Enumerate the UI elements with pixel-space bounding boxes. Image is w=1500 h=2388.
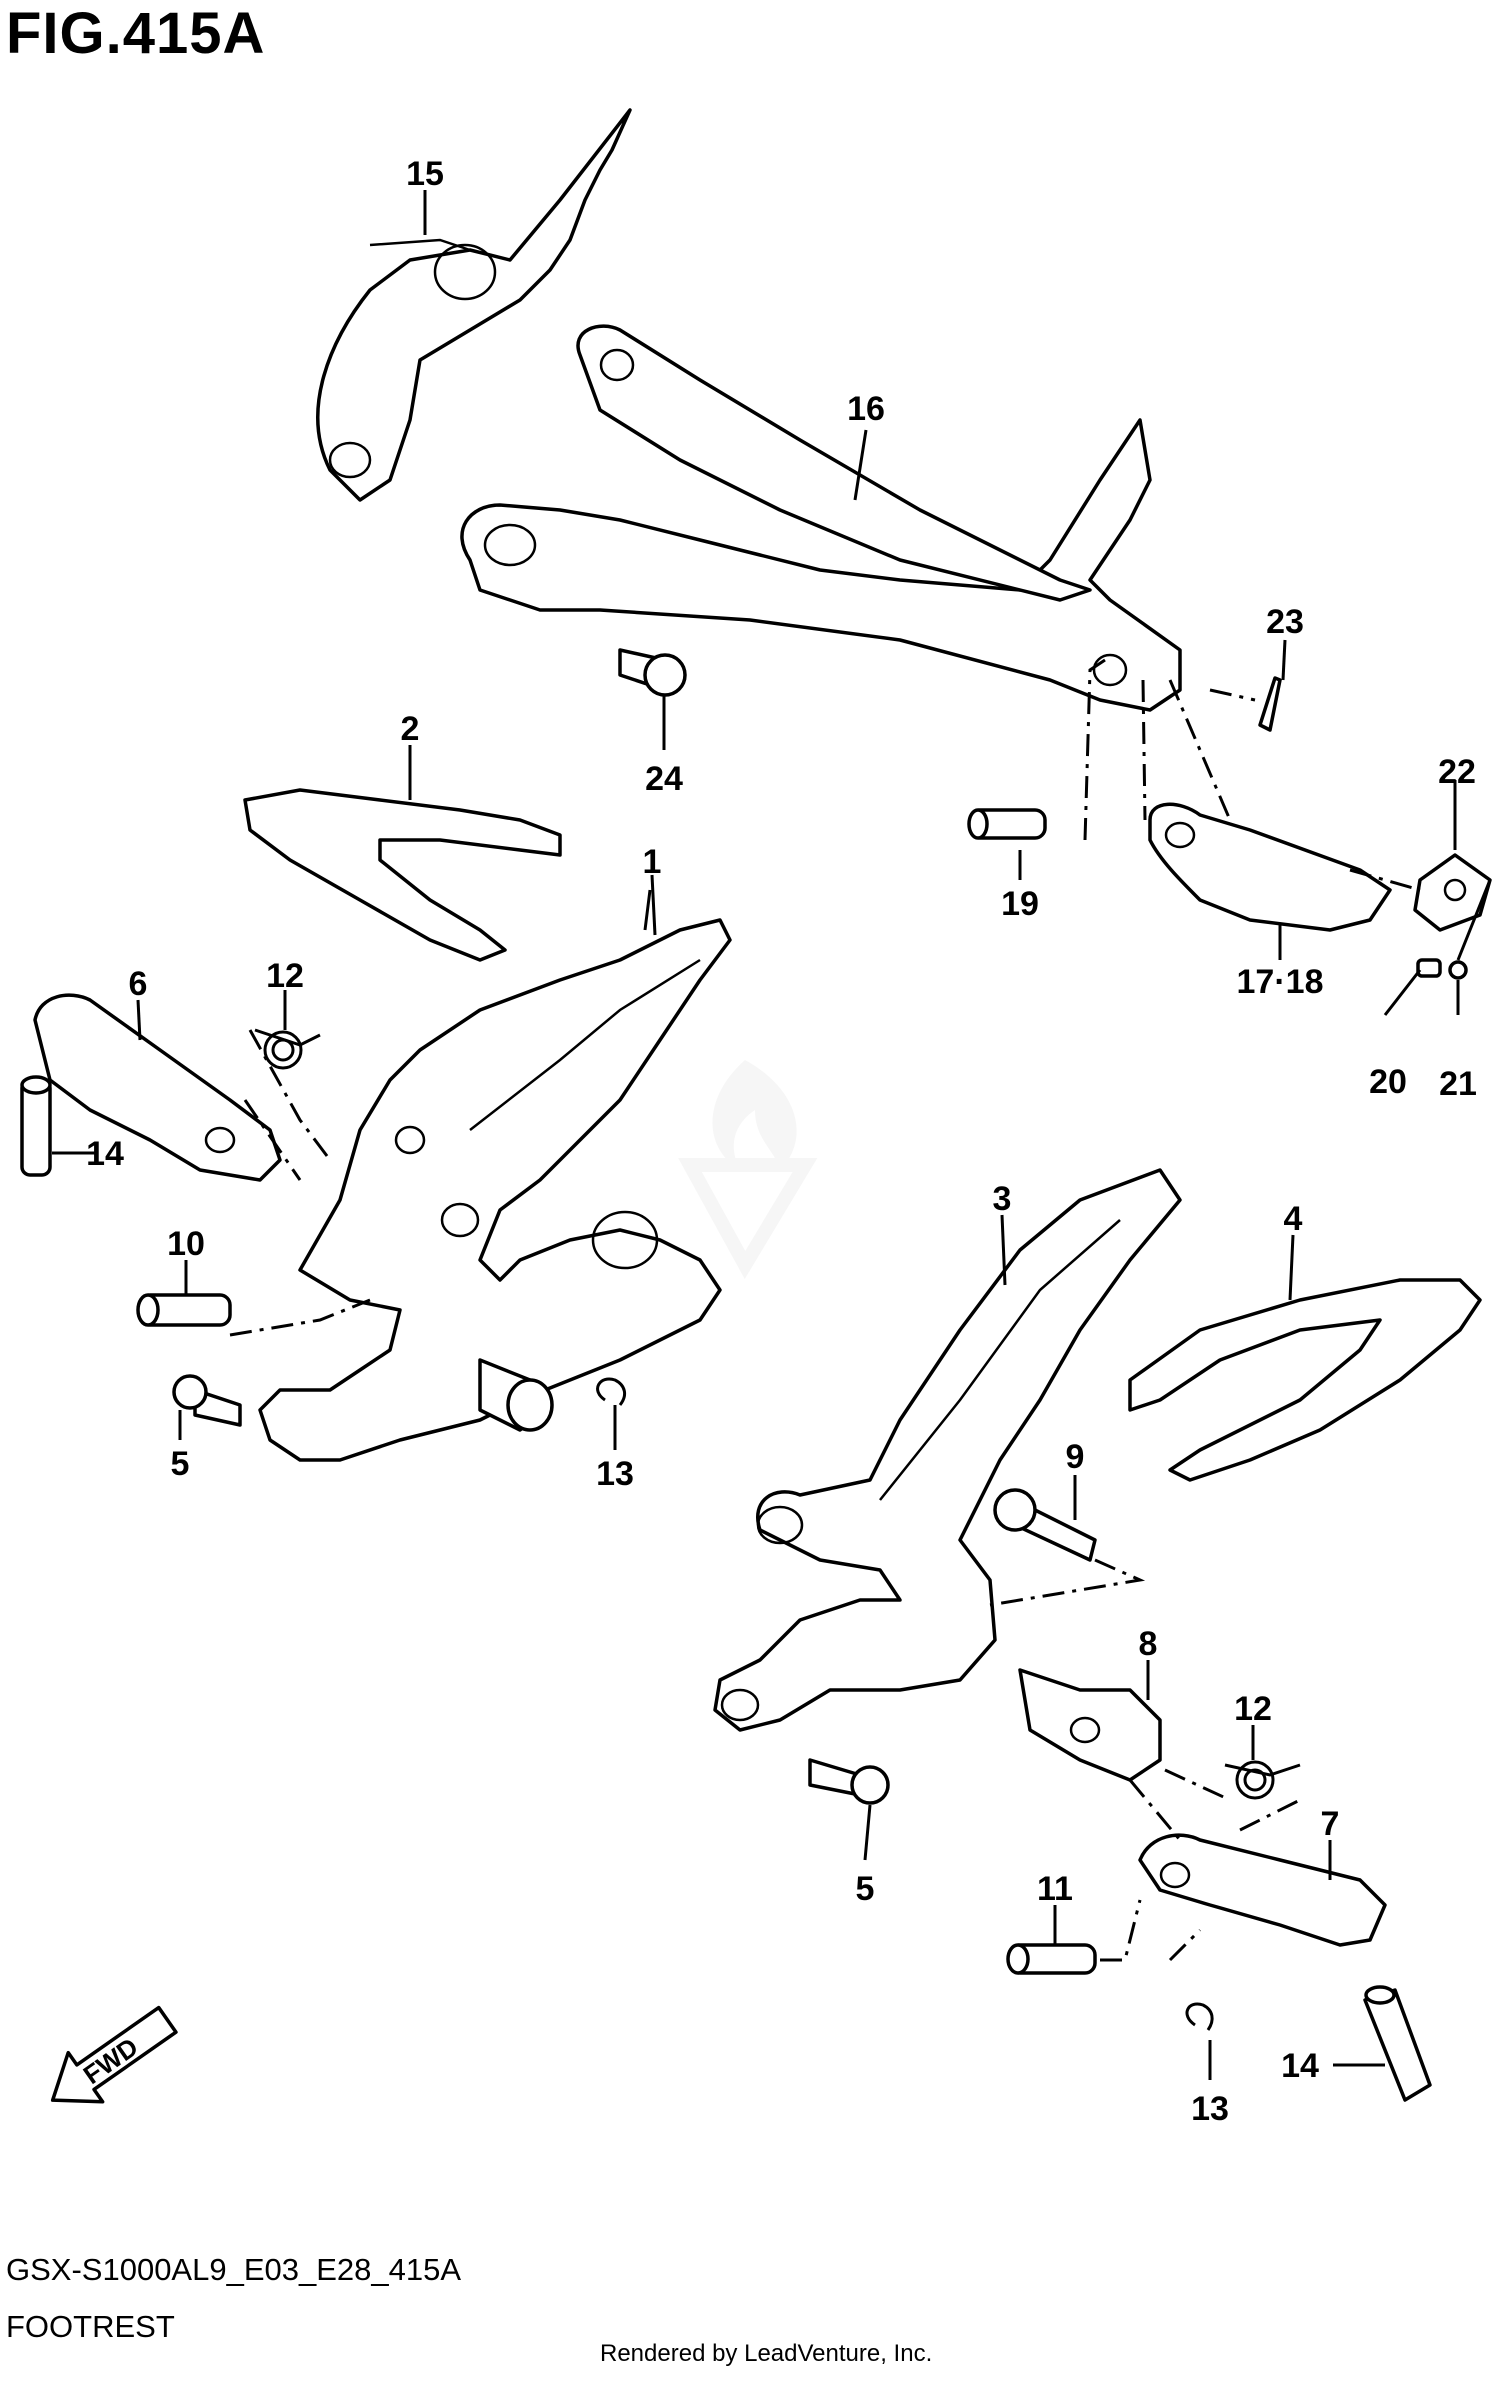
part-3-bracket[interactable] [713,1168,1182,1732]
callout-5-left: 5 [171,1445,190,1483]
callout-21: 21 [1439,1065,1477,1103]
callout-4: 4 [1284,1200,1303,1238]
part-13-clip-left[interactable] [596,1377,627,1406]
callout-7: 7 [1321,1805,1340,1843]
callout-11: 11 [1037,1870,1073,1908]
part-5-bolt-left[interactable] [172,1374,242,1427]
part-2-cover[interactable] [243,788,562,962]
callout-16: 16 [847,390,885,428]
callout-22: 22 [1438,753,1476,791]
callout-13-right: 13 [1191,2090,1229,2128]
part-17-18-footpeg[interactable] [1148,802,1392,932]
callout-8: 8 [1139,1625,1158,1663]
part-9-bolt[interactable] [993,1488,1097,1562]
figure-title: FIG.415A [6,1,266,66]
part-22-plate[interactable] [1413,853,1492,932]
part-12-spring-left[interactable] [254,1028,321,1070]
callout-10: 10 [167,1225,205,1263]
figure-name: FOOTREST [6,2309,175,2344]
callout-12-left: 12 [266,957,304,995]
callout-17-18: 17·18 [1237,963,1324,1001]
part-1-shaft [478,1358,554,1432]
assembly-lines [229,658,1421,1962]
callout-24: 24 [645,760,683,798]
callout-15: 15 [406,155,444,193]
callout-23: 23 [1266,603,1304,641]
part-16-bracket[interactable] [460,324,1182,712]
part-6-footpeg[interactable] [33,993,282,1182]
part-12-spring-right[interactable] [1224,1760,1301,1800]
part-4-cover[interactable] [1128,1278,1482,1482]
part-19-pin[interactable] [967,808,1047,840]
callout-13-left: 13 [596,1455,634,1493]
callout-3: 3 [993,1180,1012,1218]
callout-12-right: 12 [1234,1690,1272,1728]
callout-9: 9 [1066,1438,1085,1476]
part-24-bolt[interactable] [618,648,687,697]
part-21-washer[interactable] [1448,960,1468,980]
part-7-footpeg[interactable] [1138,1833,1387,1947]
callout-1: 1 [643,843,662,881]
part-13-clip-right[interactable] [1185,2002,1214,2031]
part-15-bracket[interactable] [316,108,632,502]
part-20-screw[interactable] [1416,958,1442,978]
fwd-arrow-icon: FWD [50,2005,178,2104]
callout-numbers: 15 16 23 24 2 19 17·18 22 20 21 1 6 12 1… [86,155,1477,2128]
leader-lines [52,190,1492,2080]
callout-2: 2 [401,710,420,748]
callout-5-right: 5 [856,1870,875,1908]
callout-19: 19 [1001,885,1039,923]
callout-14-left: 14 [86,1135,124,1173]
callout-6: 6 [129,965,148,1003]
leadventure-watermark-logo [678,1060,818,1280]
part-1-bracket[interactable] [258,918,732,1462]
part-23-cotter-pin[interactable] [1258,676,1282,732]
figure-code: GSX-S1000AL9_E03_E28_415A [6,2252,462,2287]
callout-14-right: 14 [1281,2047,1319,2085]
part-8-pivot[interactable] [1018,1668,1162,1782]
render-credit: Rendered by LeadVenture, Inc. [600,2340,933,2367]
part-5-bolt-right[interactable] [808,1758,890,1805]
part-14-pin-right[interactable] [1363,1985,1432,2102]
part-14-pin-left[interactable] [20,1075,52,1177]
part-11-pin[interactable] [1006,1943,1097,1975]
callout-20: 20 [1369,1063,1407,1101]
part-10-pin[interactable] [136,1293,232,1327]
